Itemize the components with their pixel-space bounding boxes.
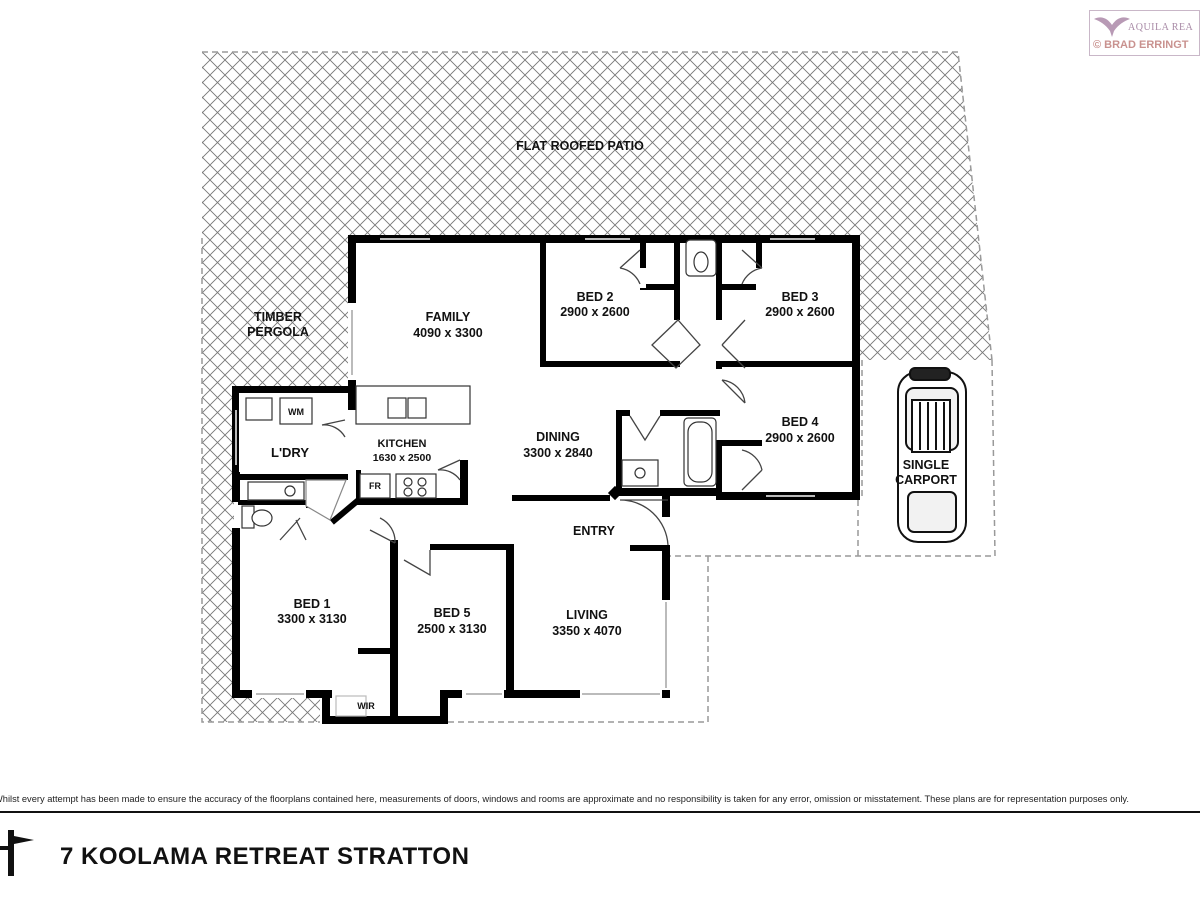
room-dining-dims: 3300 x 2840 xyxy=(523,446,593,460)
brand-logo: AQUILA REA © BRAD ERRINGT xyxy=(1089,10,1200,56)
room-bed4-name: BED 4 xyxy=(782,415,819,429)
bathroom-fixtures xyxy=(241,239,717,717)
pergola-label-2: PERGOLA xyxy=(247,325,309,339)
patio-area xyxy=(202,51,993,361)
footer-divider xyxy=(0,811,1200,813)
room-dining-name: DINING xyxy=(536,430,580,444)
pergola-label-1: TIMBER xyxy=(254,310,302,324)
pergola-area xyxy=(201,238,348,723)
windows xyxy=(235,238,815,695)
room-entry-name: ENTRY xyxy=(573,524,616,538)
room-bed5-dims: 2500 x 3130 xyxy=(417,622,487,636)
room-bed5-name: BED 5 xyxy=(434,606,471,620)
room-kitchen-name: KITCHEN xyxy=(378,438,427,450)
floor-plan: FLAT ROOFED PATIO TIMBER PERGOLA SINGLE … xyxy=(201,51,996,724)
room-living-name: LIVING xyxy=(566,608,608,622)
eagle-icon xyxy=(1094,17,1130,37)
site-boundary xyxy=(448,359,996,723)
car-icon xyxy=(897,367,967,543)
room-bed1-dims: 3300 x 3130 xyxy=(277,612,347,626)
carport-label-2: CARPORT xyxy=(895,473,957,487)
room-living-dims: 3350 x 4070 xyxy=(552,624,622,638)
room-laundry-name: L'DRY xyxy=(271,445,309,460)
patio-label: FLAT ROOFED PATIO xyxy=(516,139,644,153)
room-kitchen-dims: 1630 x 2500 xyxy=(373,452,432,464)
disclaimer-text: Whilst every attempt has been made to en… xyxy=(0,794,1129,804)
wir-label: WIR xyxy=(357,701,375,711)
room-family-dims: 4090 x 3300 xyxy=(413,326,483,340)
room-bed4-dims: 2900 x 2600 xyxy=(765,431,835,445)
room-bed3-name: BED 3 xyxy=(782,290,819,304)
washing-machine-label: WM xyxy=(288,407,304,417)
north-arrow-icon xyxy=(0,830,34,876)
carport-label-1: SINGLE xyxy=(903,458,950,472)
room-bed3-dims: 2900 x 2600 xyxy=(765,305,835,319)
fridge-label: FR xyxy=(369,481,381,491)
brand-copyright: © BRAD ERRINGT xyxy=(1093,39,1189,51)
room-bed2-dims: 2900 x 2600 xyxy=(560,305,630,319)
doors xyxy=(279,249,763,577)
room-family-name: FAMILY xyxy=(426,310,471,324)
brand-name: AQUILA REA xyxy=(1128,22,1194,33)
room-bed1-name: BED 1 xyxy=(294,597,331,611)
kitchen-bench xyxy=(355,385,471,499)
room-bed2-name: BED 2 xyxy=(577,290,614,304)
property-address: 7 KOOLAMA RETREAT STRATTON xyxy=(60,843,470,870)
